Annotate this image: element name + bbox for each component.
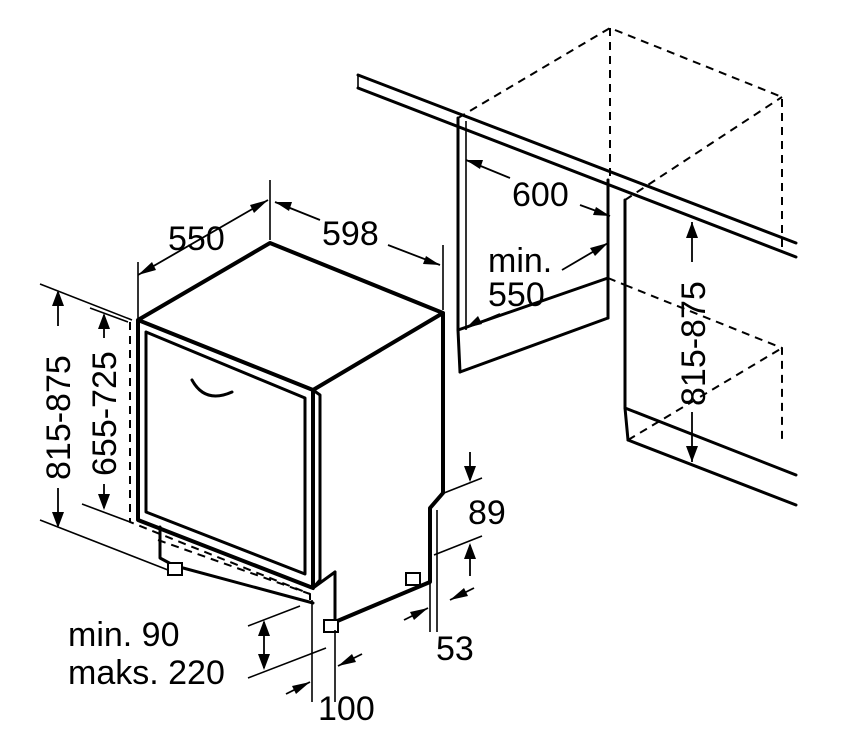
label-niche-depth-min: min. <box>488 242 552 280</box>
label-plinth-height-min: min. 90 <box>68 616 180 654</box>
niche-cabinet <box>356 26 798 507</box>
label-plinth-offset-53: 53 <box>436 630 474 668</box>
dishwasher-body <box>129 241 445 633</box>
label-door-height-left: 655-725 <box>86 351 124 476</box>
label-niche-width-600: 600 <box>512 176 569 214</box>
label-plinth-depth-100: 100 <box>318 690 375 728</box>
label-total-height-left: 815-875 <box>40 355 78 480</box>
label-width-598: 598 <box>322 215 379 253</box>
label-depth-550: 550 <box>168 220 225 258</box>
label-plinth-height-max: maks. 220 <box>68 654 225 692</box>
label-niche-depth-550: 550 <box>488 276 545 314</box>
label-niche-height-right: 815-875 <box>675 281 713 406</box>
dimension-labels: 550 598 600 min. 550 815-875 815-875 655… <box>40 176 713 728</box>
dimension-lines <box>39 159 698 702</box>
label-plinth-gap-89: 89 <box>468 494 506 532</box>
